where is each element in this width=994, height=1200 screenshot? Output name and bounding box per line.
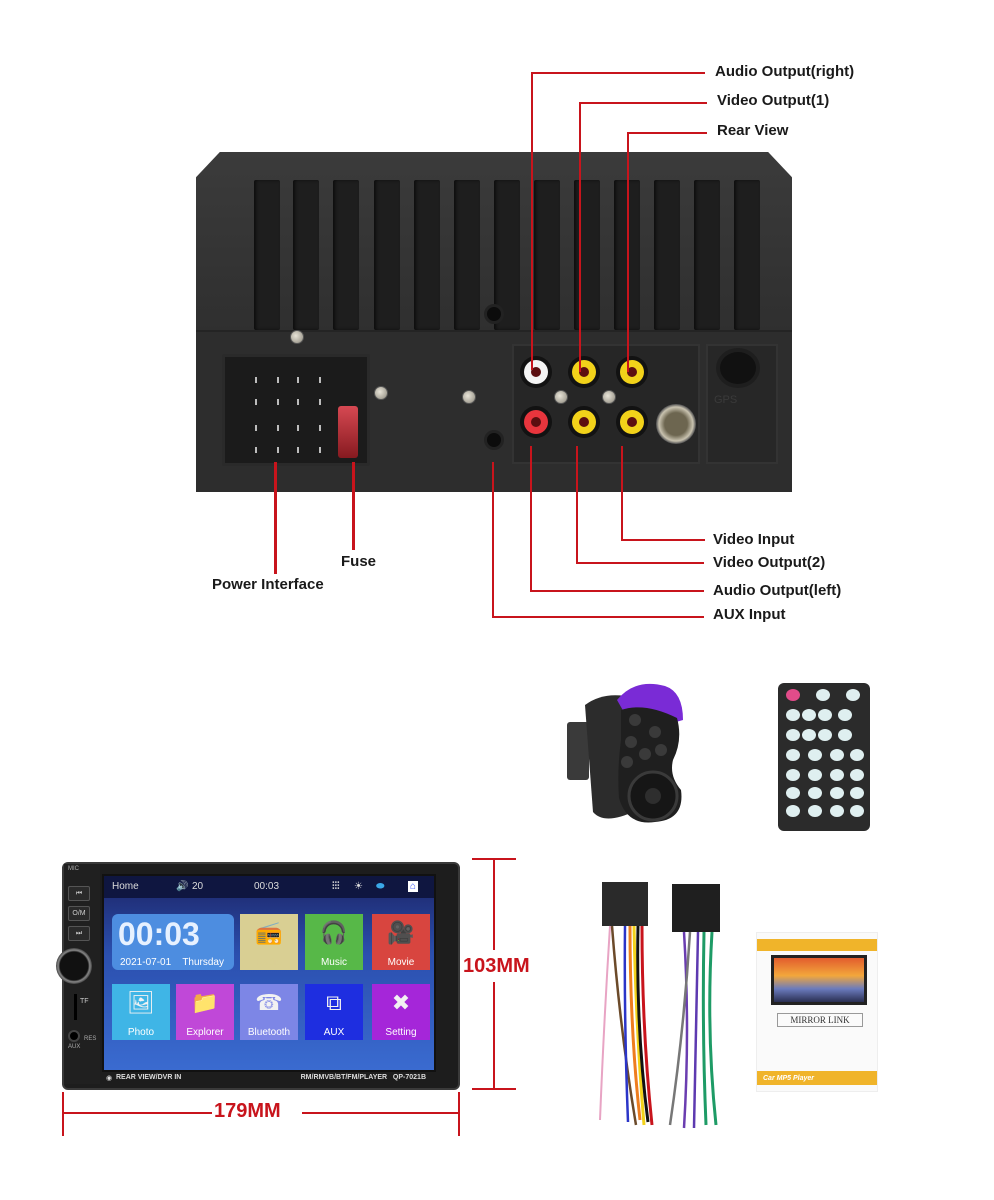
width-dimension: 179MM <box>214 1100 281 1122</box>
tile-bluetooth[interactable]: ☎ Bluetooth <box>240 984 298 1040</box>
radio-icon: 📻 <box>255 920 283 945</box>
clock-day: Thursday <box>182 957 224 968</box>
volume-icon: 🔊 <box>176 881 189 892</box>
gps-port-label: GPS <box>714 394 738 406</box>
rca-panel <box>512 344 700 464</box>
manual-title: MIRROR LINK <box>777 1013 863 1027</box>
camera-icon: ◉ <box>106 1075 113 1082</box>
rear-view-jack <box>616 356 648 388</box>
clock-date: 2021-07-01 <box>120 957 172 968</box>
rear-view-dvr-label: REAR VIEW/DVR IN <box>116 1074 182 1081</box>
rear-connector-area: GPS <box>196 330 792 492</box>
status-time: 00:03 <box>254 881 280 892</box>
tile-movie[interactable]: 🎥 Movie <box>372 914 430 970</box>
volume-level: 20 <box>192 881 204 892</box>
phone-bluetooth-icon: ☎ <box>255 990 283 1015</box>
screw-icon <box>374 386 388 400</box>
aux-input-jack <box>484 430 504 450</box>
prev-button[interactable]: ⏮ <box>68 886 90 901</box>
photo-icon: 🖼 <box>127 990 155 1015</box>
screw-icon <box>290 330 304 344</box>
label-aux-input: AUX Input <box>713 606 786 623</box>
tile-radio[interactable]: 📻 Radio <box>240 914 298 970</box>
brightness-icon[interactable]: ☀ <box>354 881 363 892</box>
tools-icon: ✖ <box>391 990 411 1015</box>
steering-wheel-remote <box>567 683 683 823</box>
volume-knob[interactable] <box>56 948 92 984</box>
status-bar: Home 🔊 20 00:03 ⫶⫶⫶ ☀ ⬬ ⌂ <box>104 876 434 898</box>
label-rear-view: Rear View <box>717 122 789 139</box>
headphones-icon: 🎧 <box>320 920 348 945</box>
screw-icon <box>554 390 568 404</box>
ir-remote <box>778 683 870 831</box>
user-manual: MIRROR LINK Car MP5 Player <box>756 932 878 1092</box>
fuse <box>338 406 358 458</box>
screw-icon <box>602 390 616 404</box>
screw-icon <box>462 390 476 404</box>
height-dimension: 103MM <box>463 955 530 977</box>
label-video-output-1: Video Output(1) <box>717 92 830 109</box>
res-label: RES <box>84 1036 97 1042</box>
aux-jack[interactable] <box>68 1030 80 1042</box>
clock-time: 00:03 <box>118 916 200 952</box>
tile-photo[interactable]: 🖼 Photo <box>112 984 170 1040</box>
radio-antenna-port <box>656 404 696 444</box>
wire-harness <box>599 882 720 1129</box>
video-camera-icon: 🎥 <box>387 920 415 945</box>
mount-hole <box>484 304 504 324</box>
aux-label: AUX <box>68 1044 81 1050</box>
mic-label: MIC <box>68 866 79 872</box>
tile-explorer[interactable]: 📁 Explorer <box>176 984 234 1040</box>
label-power-interface: Power Interface <box>212 576 324 593</box>
tf-card-slot[interactable] <box>74 994 77 1020</box>
bluetooth-icon[interactable]: ⬬ <box>376 881 385 892</box>
manual-cover-image <box>771 955 867 1005</box>
label-video-input: Video Input <box>713 531 795 548</box>
aux-icon: ⧉ <box>326 990 342 1015</box>
tile-aux[interactable]: ⧉ AUX <box>305 984 363 1040</box>
video-input-jack <box>616 406 648 438</box>
heatsink <box>196 152 792 332</box>
head-unit: ⏮ O/M ⏭ TF AUX RES MIC Home 🔊 20 00:03 ⫶… <box>56 862 460 1090</box>
home-label[interactable]: Home <box>112 881 139 892</box>
rear-panel-unit: GPS <box>196 152 792 492</box>
om-button[interactable]: O/M <box>68 906 90 921</box>
folder-icon: 📁 <box>191 990 219 1015</box>
home-icon[interactable]: ⌂ <box>408 881 419 892</box>
audio-output-right-jack <box>520 356 552 388</box>
gps-port: GPS <box>706 344 778 464</box>
video-output-1-jack <box>568 356 600 388</box>
audio-output-left-jack <box>520 406 552 438</box>
tile-setting[interactable]: ✖ Setting <box>372 984 430 1040</box>
video-output-2-jack <box>568 406 600 438</box>
manual-footer: Car MP5 Player <box>763 1075 814 1082</box>
clock-widget: 00:03 2021-07-01 Thursday <box>112 914 234 970</box>
tile-music[interactable]: 🎧 Music <box>305 914 363 970</box>
label-video-output-2: Video Output(2) <box>713 554 826 571</box>
power-button <box>786 689 800 701</box>
label-fuse: Fuse <box>341 553 377 570</box>
touch-screen[interactable]: Home 🔊 20 00:03 ⫶⫶⫶ ☀ ⬬ ⌂ 00:03 2021-07-… <box>102 874 436 1072</box>
next-button[interactable]: ⏭ <box>68 926 90 941</box>
equalizer-icon[interactable]: ⫶⫶⫶ <box>332 881 340 892</box>
label-audio-output-right: Audio Output(right) <box>715 63 855 80</box>
control-panel: ⏮ O/M ⏭ TF AUX RES MIC <box>56 864 100 1084</box>
model-label: RM/RMVB/BT/FM/PLAYER QP-7021B <box>300 1074 426 1081</box>
label-audio-output-left: Audio Output(left) <box>713 582 842 599</box>
tf-slot-label: TF <box>80 998 89 1005</box>
